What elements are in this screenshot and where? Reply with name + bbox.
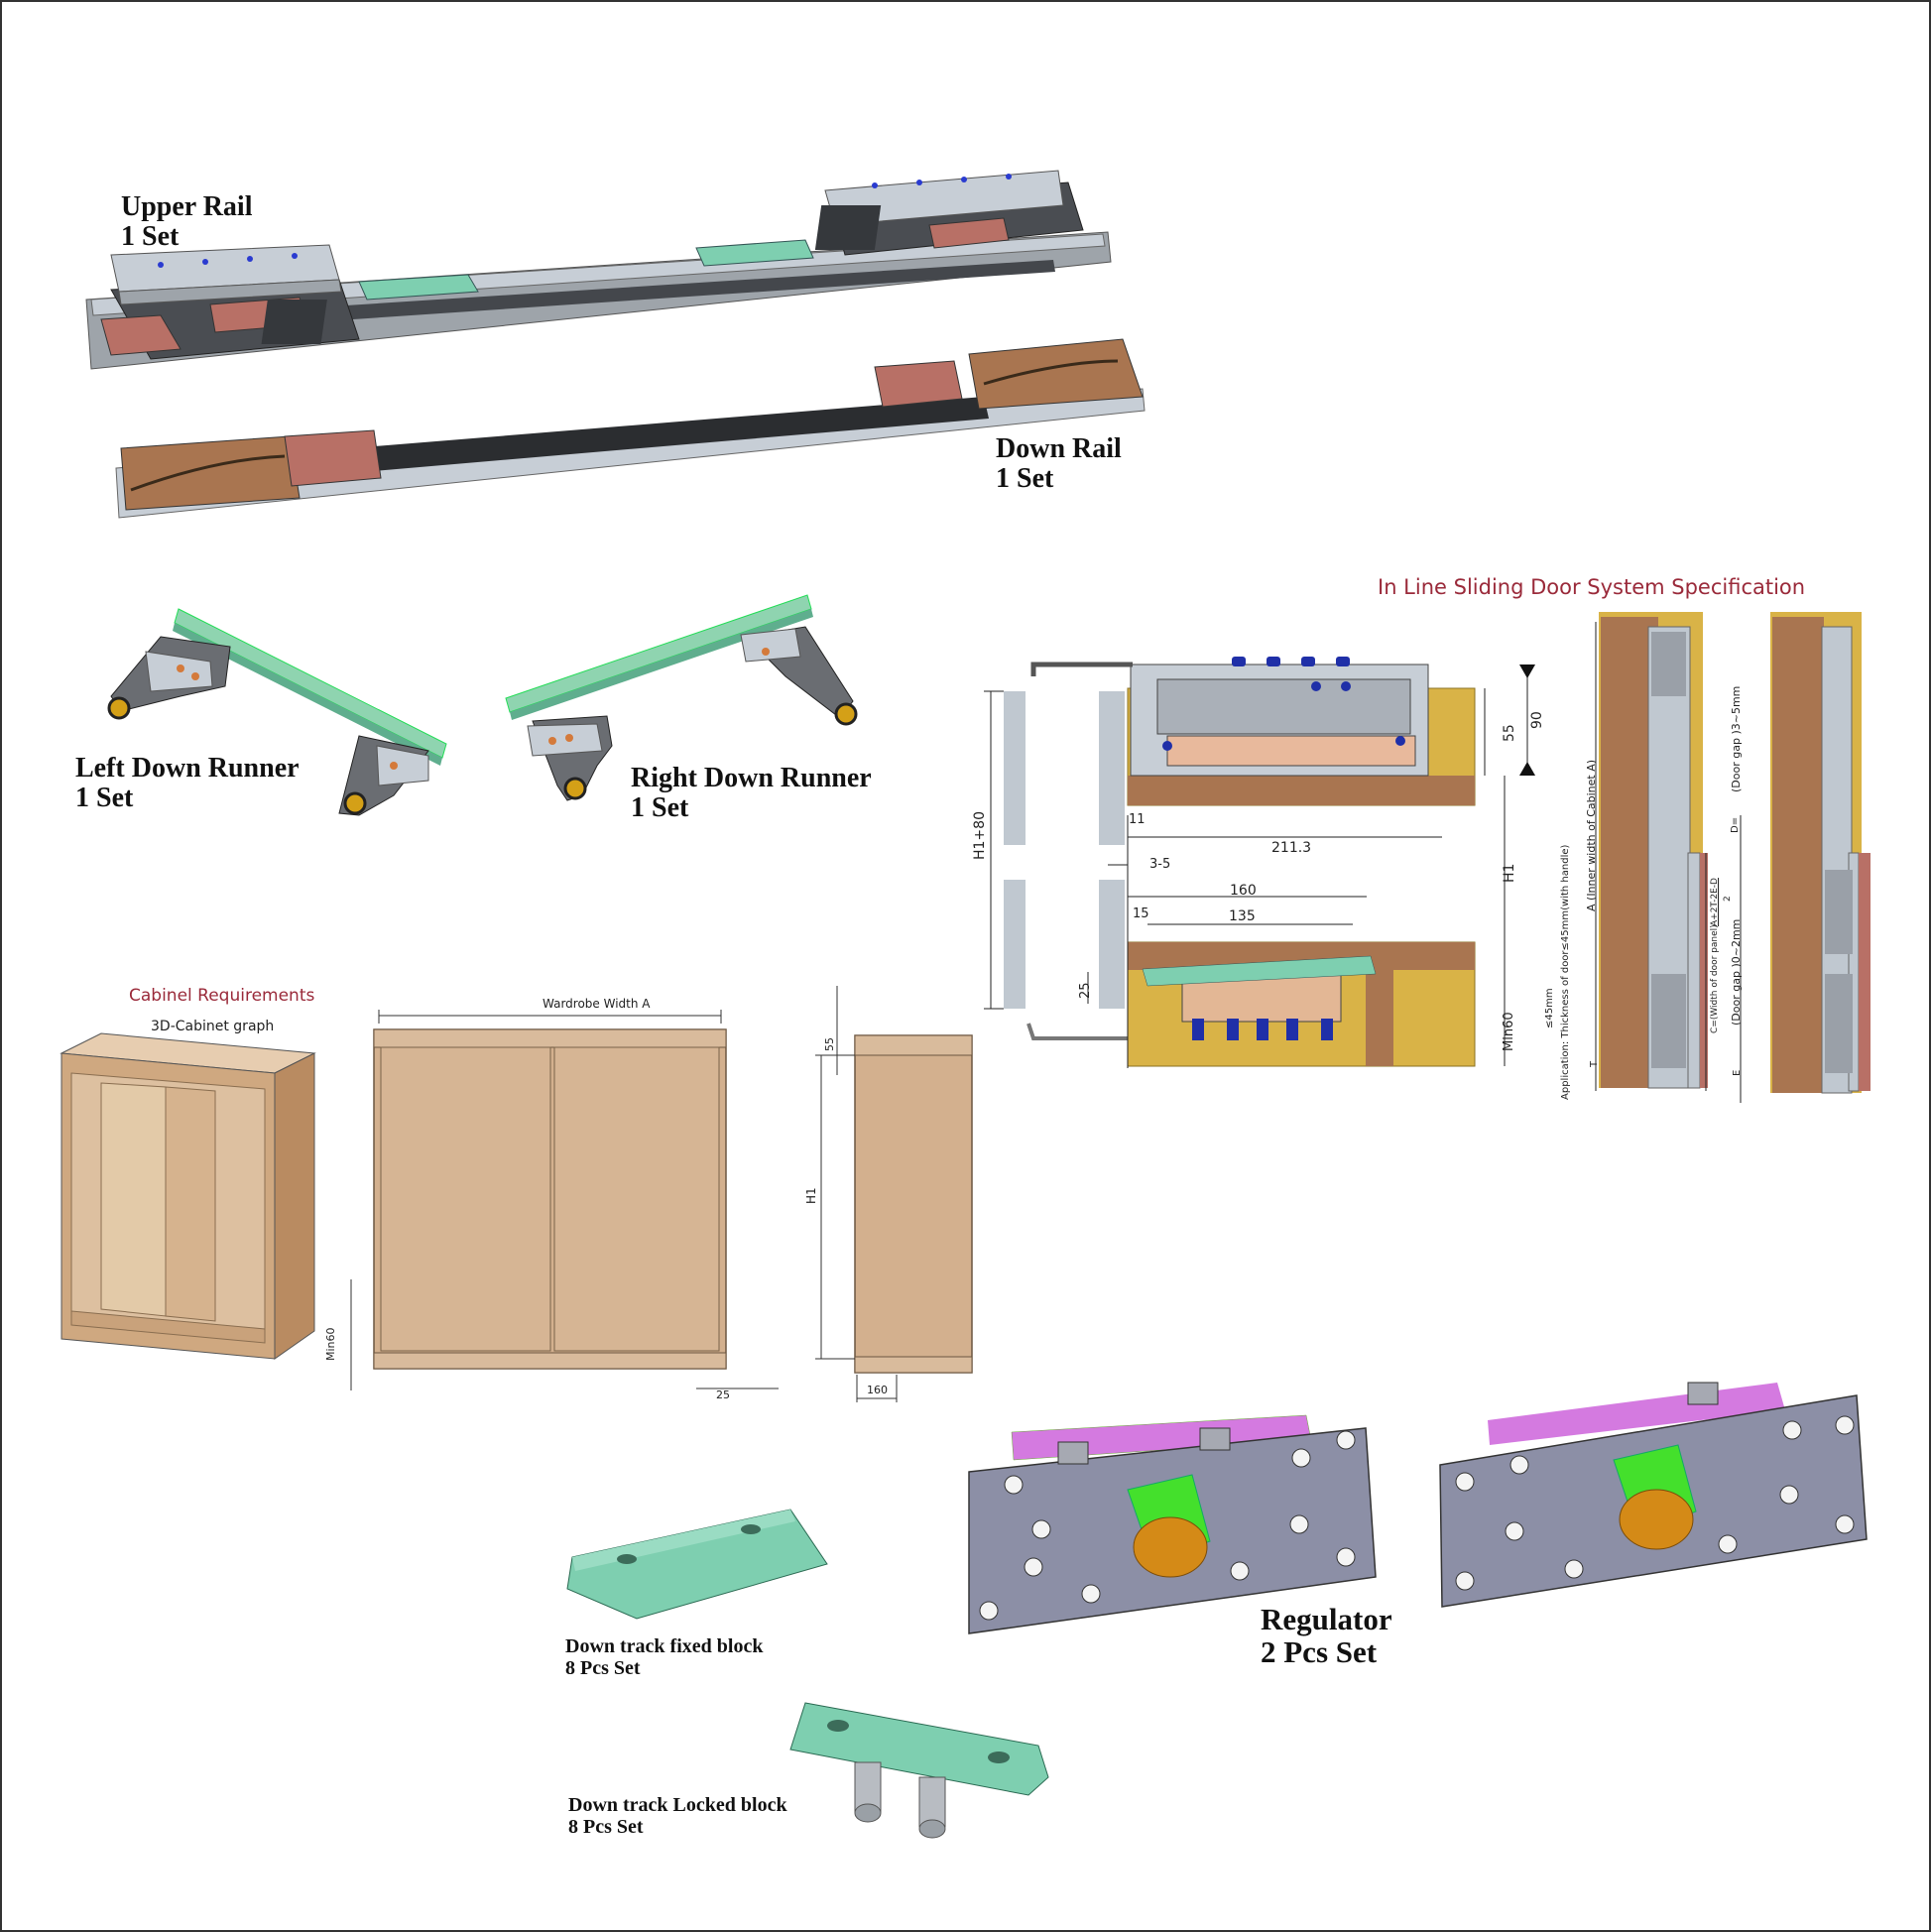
regulator-label: Regulator 2 Pcs Set <box>1261 1603 1392 1669</box>
left-down-runner <box>107 608 447 816</box>
side-h1-label: H1 <box>804 1187 818 1204</box>
regulator-qty: 2 Pcs Set <box>1261 1634 1378 1670</box>
upper-rail-label: Upper Rail 1 Set <box>121 191 253 253</box>
left-runner-label: Left Down Runner 1 Set <box>75 753 300 814</box>
spec-135: 135 <box>1229 908 1256 924</box>
spec-3-5: 3-5 <box>1149 857 1171 872</box>
cabinet-3d-graph <box>60 1032 316 1360</box>
spec-25: 25 <box>1078 982 1093 999</box>
regulator-left <box>968 1414 1377 1634</box>
spec-90: 90 <box>1529 711 1545 729</box>
spec-c-width: C=(Width of door panel) <box>1710 924 1720 1033</box>
down-rail-label: Down Rail 1 Set <box>996 433 1122 495</box>
upper-rail-qty: 1 Set <box>121 221 180 253</box>
front-25-label: 25 <box>716 1389 730 1401</box>
side-160-label: 160 <box>867 1384 888 1396</box>
spec-160: 160 <box>1230 883 1257 899</box>
down-track-fixed-block <box>566 1509 828 1620</box>
spec-11: 11 <box>1129 812 1146 827</box>
fixed-block-label: Down track fixed block 8 Pcs Set <box>565 1635 764 1679</box>
spec-section-drawing <box>984 657 1535 1068</box>
cabinet-front-view <box>350 1010 779 1390</box>
spec-15: 15 <box>1133 906 1149 921</box>
spec-e: E <box>1732 1069 1743 1076</box>
spec-formula: A+2T-2E-D <box>1710 878 1720 926</box>
spec-plan-drawing-right <box>1770 612 1871 1094</box>
right-down-runner <box>505 594 858 801</box>
wardrobe-width-label: Wardrobe Width A <box>543 997 651 1011</box>
down-rail <box>115 338 1146 519</box>
cabinet-3d-subtitle: 3D-Cabinet graph <box>151 1019 275 1034</box>
down-rail-qty: 1 Set <box>996 463 1054 495</box>
right-runner-label: Right Down Runner 1 Set <box>631 763 872 824</box>
spec-55: 55 <box>1502 724 1517 742</box>
front-min60-label: Min60 <box>324 1327 337 1361</box>
left-runner-qty: 1 Set <box>75 783 134 814</box>
spec-d-equals: D= <box>1730 816 1741 833</box>
regulator-right <box>1439 1382 1868 1608</box>
spec-plan-drawing-left <box>1595 612 1742 1103</box>
upper-rail <box>85 170 1112 370</box>
down-track-locked-block <box>789 1702 1049 1839</box>
right-runner-name: Right Down Runner <box>631 763 872 793</box>
spec-formula-denominator: 2 <box>1723 896 1733 902</box>
upper-rail-name: Upper Rail <box>121 191 253 222</box>
right-runner-qty: 1 Set <box>631 792 689 824</box>
spec-le45: ≤45mm <box>1544 988 1555 1028</box>
regulator-name: Regulator <box>1261 1602 1392 1636</box>
spec-door-gap-0-2: (Door gap )0~2mm <box>1730 918 1743 1026</box>
spec-h1: H1 <box>1502 863 1517 883</box>
down-rail-name: Down Rail <box>996 433 1122 464</box>
fixed-block-name: Down track fixed block <box>565 1635 764 1657</box>
locked-block-qty: 8 Pcs Set <box>568 1815 644 1838</box>
spec-min60: Min60 <box>1502 1012 1516 1051</box>
cabinet-requirements-title: Cabinel Requirements <box>129 986 315 1006</box>
spec-inner-width: A (Inner width of Cabinet A) <box>1585 759 1598 911</box>
spec-h1-80: H1+80 <box>972 811 988 860</box>
spec-t: T <box>1589 1060 1600 1067</box>
locked-block-label: Down track Locked block 8 Pcs Set <box>568 1794 787 1838</box>
side-55-label: 55 <box>823 1037 836 1051</box>
spec-211-3: 211.3 <box>1271 840 1312 856</box>
fixed-block-qty: 8 Pcs Set <box>565 1656 641 1679</box>
cabinet-side-view <box>815 986 973 1402</box>
left-runner-name: Left Down Runner <box>75 753 300 784</box>
spec-title: In Line Sliding Door System Specificatio… <box>1378 575 1806 599</box>
locked-block-name: Down track Locked block <box>568 1794 787 1816</box>
spec-door-gap-3-5: (Door gap )3~5mm <box>1730 685 1743 792</box>
spec-application: Application: Thickness of door≤45mm(with… <box>1560 844 1571 1100</box>
